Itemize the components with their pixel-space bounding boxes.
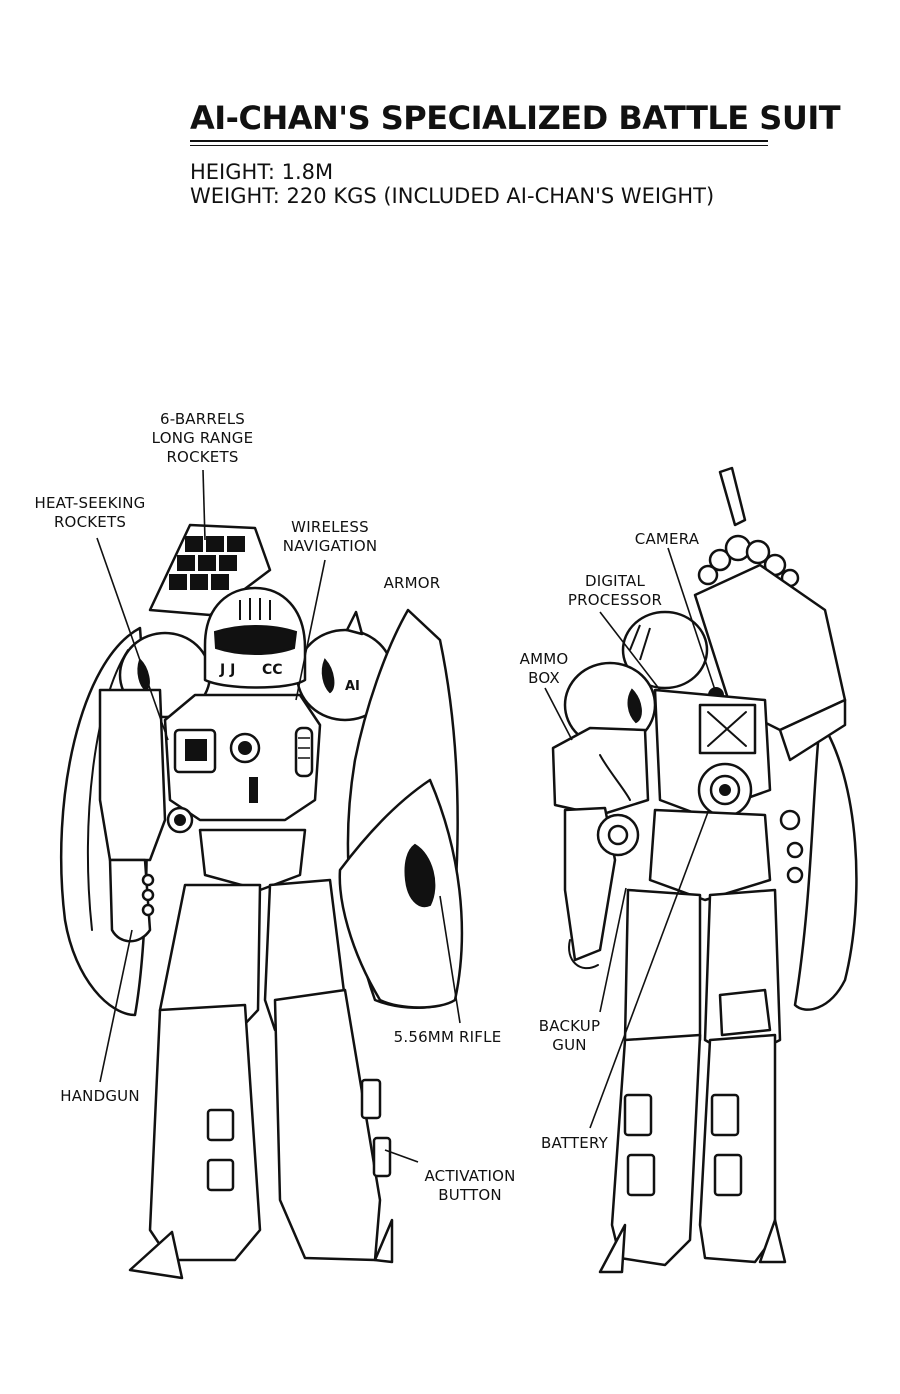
label-battery: BATTERY <box>541 1134 608 1152</box>
label-handgun: HANDGUN <box>60 1087 140 1105</box>
label-heat-seeking-rockets: HEAT-SEEKING ROCKETS <box>34 494 146 531</box>
back-wing <box>793 718 858 1011</box>
label-camera: CAMERA <box>634 530 700 548</box>
label-backup-gun: BACKUP GUN <box>538 1017 601 1054</box>
spec-weight: WEIGHT: 220 KGS (INCLUDED AI-CHAN'S WEIG… <box>190 184 715 208</box>
label-wireless-navigation: WIRELESS NAVIGATION <box>282 518 378 555</box>
helmet-emblem: CC <box>262 662 283 678</box>
label-digital-processor: DIGITAL PROCESSOR <box>567 572 663 609</box>
spec-height: HEIGHT: 1.8M <box>190 160 334 184</box>
page-title: AI-CHAN'S SPECIALIZED BATTLE SUIT <box>190 99 841 137</box>
title-underline-thin <box>190 145 768 146</box>
label-rifle: 5.56MM RIFLE <box>393 1028 502 1046</box>
label-armor: ARMOR <box>383 574 441 592</box>
shoulder-emblem: AI <box>345 679 360 694</box>
title-underline <box>190 140 768 142</box>
exhaust-smoke <box>697 534 800 588</box>
front-hips <box>198 828 307 892</box>
back-ammo-box <box>551 726 650 817</box>
label-ammo-box: AMMO BOX <box>519 650 569 687</box>
svg-text:J J: J J <box>219 662 235 678</box>
label-6-barrel-rockets: 6-BARRELS LONG RANGE ROCKETS <box>151 410 254 466</box>
front-suit-drawing: AI J J CC <box>59 469 464 1280</box>
front-arm-gun <box>98 688 167 862</box>
back-hips <box>648 808 772 902</box>
label-activation-button: ACTIVATION BUTTON <box>424 1167 516 1204</box>
back-suit-drawing <box>544 466 858 1274</box>
back-antenna <box>718 466 747 527</box>
front-lower-shield <box>338 778 464 1009</box>
rocket-pod-grid <box>169 536 245 590</box>
